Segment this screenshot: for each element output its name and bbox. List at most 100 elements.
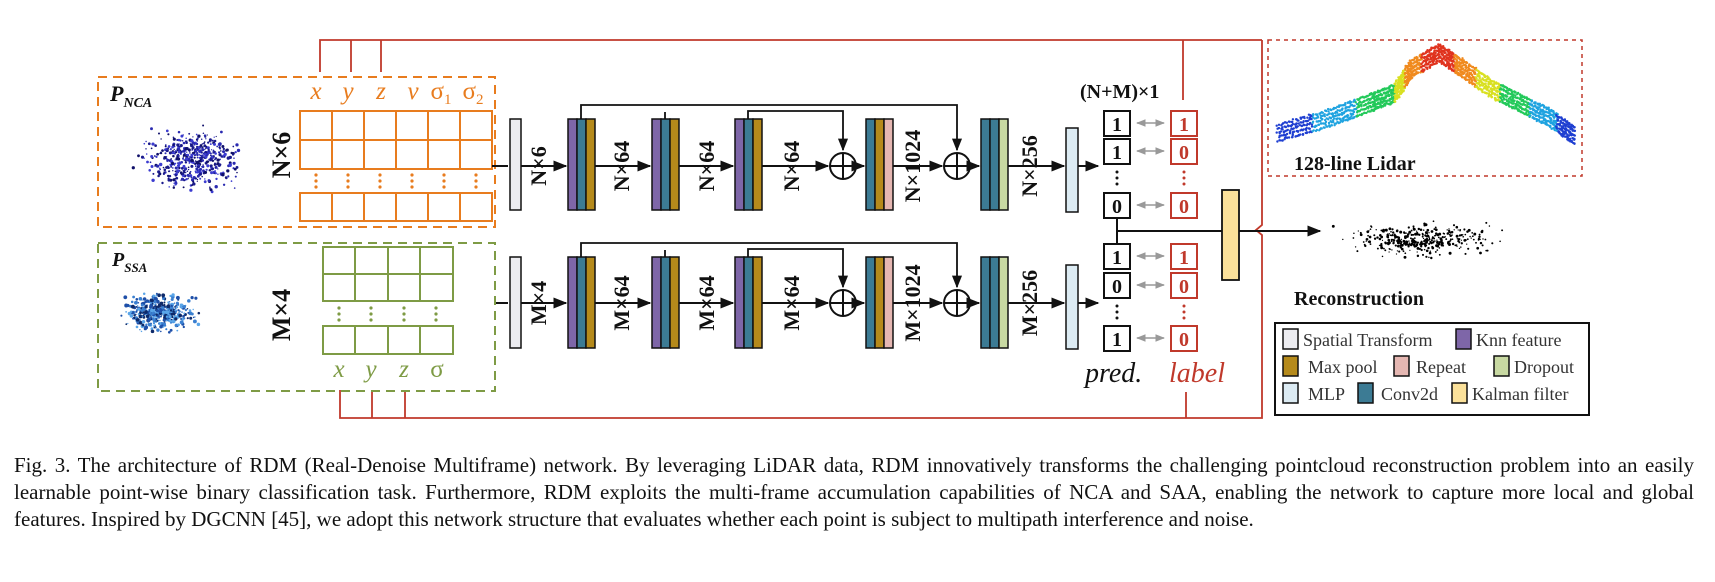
point bbox=[206, 164, 210, 168]
point bbox=[186, 151, 188, 153]
point bbox=[200, 156, 203, 160]
point bbox=[177, 130, 181, 134]
point bbox=[196, 322, 201, 327]
point bbox=[150, 165, 154, 168]
point bbox=[1514, 91, 1517, 94]
point bbox=[1443, 51, 1447, 55]
point bbox=[1387, 234, 1390, 237]
point bbox=[1423, 60, 1427, 63]
point bbox=[163, 157, 166, 160]
point bbox=[1360, 105, 1363, 108]
point bbox=[1413, 243, 1416, 246]
point bbox=[1323, 113, 1326, 116]
point bbox=[1278, 139, 1282, 142]
point bbox=[1277, 123, 1281, 127]
point bbox=[166, 305, 170, 309]
point bbox=[1346, 109, 1349, 112]
point bbox=[192, 136, 194, 138]
point bbox=[1286, 128, 1290, 132]
point bbox=[208, 138, 212, 142]
point bbox=[1364, 102, 1368, 106]
point bbox=[1490, 95, 1494, 99]
point bbox=[172, 137, 176, 141]
pred-value: 1 bbox=[1112, 142, 1122, 164]
point bbox=[1416, 56, 1419, 60]
point bbox=[1435, 45, 1438, 48]
point bbox=[145, 326, 148, 328]
point bbox=[127, 322, 129, 325]
pred-column-bottom bbox=[1103, 243, 1131, 352]
point bbox=[166, 165, 170, 169]
point bbox=[1462, 235, 1465, 238]
point bbox=[1352, 237, 1355, 239]
point bbox=[1466, 70, 1469, 73]
point bbox=[1552, 119, 1556, 122]
point bbox=[1393, 100, 1396, 103]
point bbox=[1452, 224, 1456, 227]
point bbox=[1295, 122, 1298, 125]
point bbox=[176, 164, 181, 168]
point bbox=[197, 134, 201, 138]
nca-label: PNCA bbox=[109, 81, 152, 111]
point bbox=[1573, 129, 1577, 133]
point bbox=[1411, 76, 1414, 80]
point bbox=[1449, 64, 1452, 67]
point bbox=[1420, 245, 1423, 248]
point bbox=[1291, 122, 1295, 126]
point bbox=[1418, 248, 1421, 250]
ssa-label: PSSA bbox=[111, 249, 148, 275]
point bbox=[169, 163, 172, 166]
point bbox=[203, 134, 207, 137]
point bbox=[1473, 232, 1477, 236]
point bbox=[212, 150, 215, 153]
label-value: 0 bbox=[1179, 329, 1189, 351]
point bbox=[210, 149, 213, 151]
point bbox=[196, 153, 199, 157]
point bbox=[1410, 242, 1414, 245]
point bbox=[134, 300, 138, 305]
point bbox=[159, 330, 162, 333]
point bbox=[201, 143, 204, 145]
point bbox=[167, 133, 170, 136]
point bbox=[1513, 96, 1517, 99]
nca-ellipsis bbox=[314, 173, 478, 189]
point bbox=[132, 317, 135, 320]
point bbox=[1468, 69, 1472, 72]
point bbox=[214, 167, 217, 169]
skip-connections bbox=[580, 104, 963, 152]
point bbox=[1312, 129, 1315, 132]
point bbox=[1491, 242, 1494, 245]
point bbox=[196, 174, 200, 178]
point bbox=[195, 142, 199, 146]
point bbox=[152, 294, 156, 298]
point bbox=[160, 138, 162, 140]
point bbox=[172, 136, 175, 139]
point bbox=[127, 311, 132, 316]
point bbox=[178, 313, 183, 318]
point bbox=[1315, 124, 1318, 128]
point bbox=[211, 155, 214, 159]
point bbox=[183, 171, 186, 174]
point bbox=[1527, 113, 1530, 116]
point bbox=[1506, 95, 1509, 98]
point bbox=[1415, 243, 1419, 247]
legend-item: Spatial Transform bbox=[1282, 328, 1433, 350]
point bbox=[180, 318, 182, 320]
point bbox=[1357, 230, 1359, 232]
point bbox=[1428, 238, 1431, 241]
point bbox=[189, 152, 191, 154]
point bbox=[171, 293, 175, 297]
point bbox=[1300, 121, 1303, 124]
point bbox=[210, 171, 214, 175]
point bbox=[1407, 226, 1410, 229]
point bbox=[209, 188, 213, 192]
point bbox=[1498, 88, 1502, 91]
point bbox=[1327, 118, 1330, 121]
point bbox=[211, 139, 214, 142]
point bbox=[145, 153, 148, 155]
point bbox=[1353, 232, 1355, 234]
point bbox=[1344, 102, 1347, 105]
point bbox=[168, 151, 172, 155]
point bbox=[151, 142, 155, 146]
point bbox=[1299, 133, 1302, 136]
